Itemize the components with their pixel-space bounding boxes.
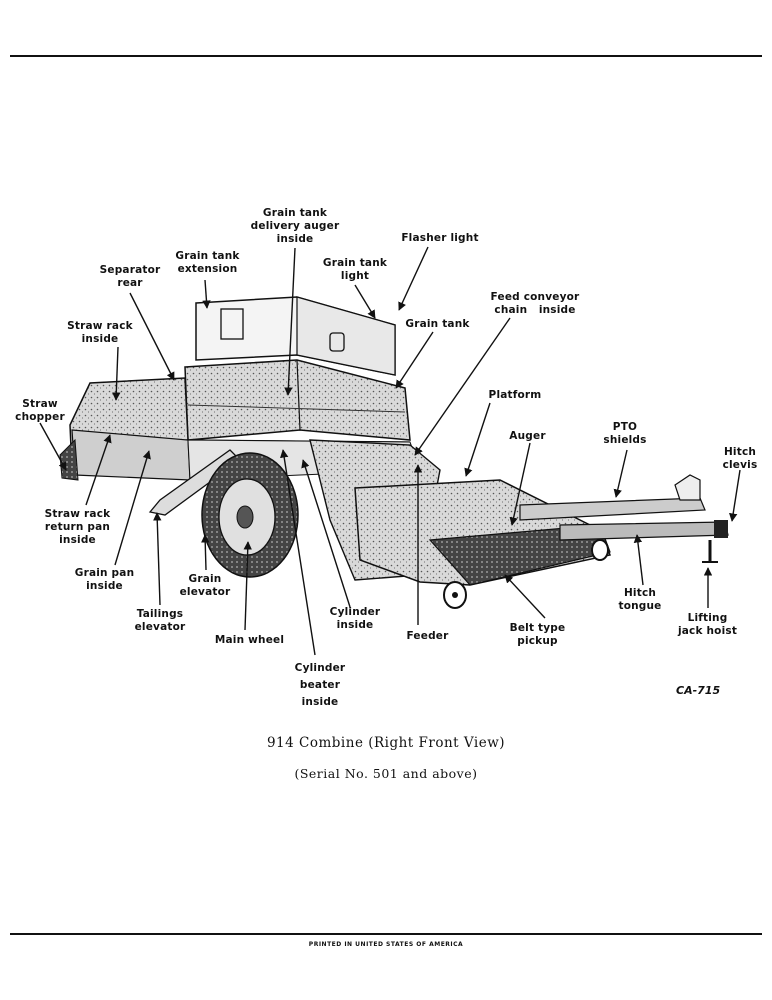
label-tailings-elevator: Tailings elevator [134, 608, 186, 633]
label-separator-rear: Separator rear [99, 264, 161, 289]
label-hitch-clevis: Hitch clevis [722, 446, 758, 471]
label-cylinder-beater: Cylinder beater inside [294, 662, 346, 708]
label-auger: Auger [509, 430, 546, 442]
label-straw-rack-return-pan: Straw rack return pan inside [44, 508, 111, 546]
main-wheel-shape [201, 452, 299, 578]
label-feeder: Feeder [406, 630, 449, 642]
label-straw-rack: Straw rack inside [67, 320, 133, 345]
label-grain-tank: Grain tank [405, 318, 470, 330]
grain-tank-extension-shape [195, 296, 396, 376]
label-main-wheel: Main wheel [214, 634, 285, 646]
caption-subtitle: (Serial No. 501 and above) [294, 766, 478, 781]
hitch-shape [519, 474, 729, 563]
bottom-rule [10, 933, 762, 935]
label-lifting-jack-hoist: Lifting jack hoist [677, 612, 738, 637]
label-grain-pan: Grain pan inside [74, 567, 135, 592]
label-cylinder: Cylinder inside [329, 606, 381, 631]
figure-code: CA-715 [676, 684, 721, 697]
label-pto-shields: PTO shields [603, 421, 647, 446]
label-straw-chopper: Straw chopper [15, 398, 65, 423]
label-grain-elevator: Grain elevator [179, 573, 231, 598]
leader-lines [39, 246, 741, 656]
label-grain-tank-light: Grain tank light [322, 257, 388, 282]
tailings-elevator-shape [148, 449, 241, 516]
label-grain-tank-extension: Grain tank extension [175, 250, 240, 275]
label-belt-type-pickup: Belt type pickup [509, 622, 566, 647]
label-platform: Platform [488, 389, 542, 401]
top-rule [10, 55, 762, 57]
platform-shape [354, 479, 612, 609]
label-flasher-light: Flasher light [401, 232, 479, 244]
footer-printed-in: PRINTED IN UNITED STATES OF AMERICA [308, 941, 464, 948]
grain-tank-shape [184, 359, 411, 441]
caption-title: 914 Combine (Right Front View) [266, 735, 506, 751]
label-grain-tank-delivery-auger: Grain tank delivery auger inside [250, 207, 340, 245]
label-hitch-tongue: Hitch tongue [618, 587, 662, 612]
label-feed-conveyor-chain: Feed conveyor chain inside [490, 291, 580, 316]
